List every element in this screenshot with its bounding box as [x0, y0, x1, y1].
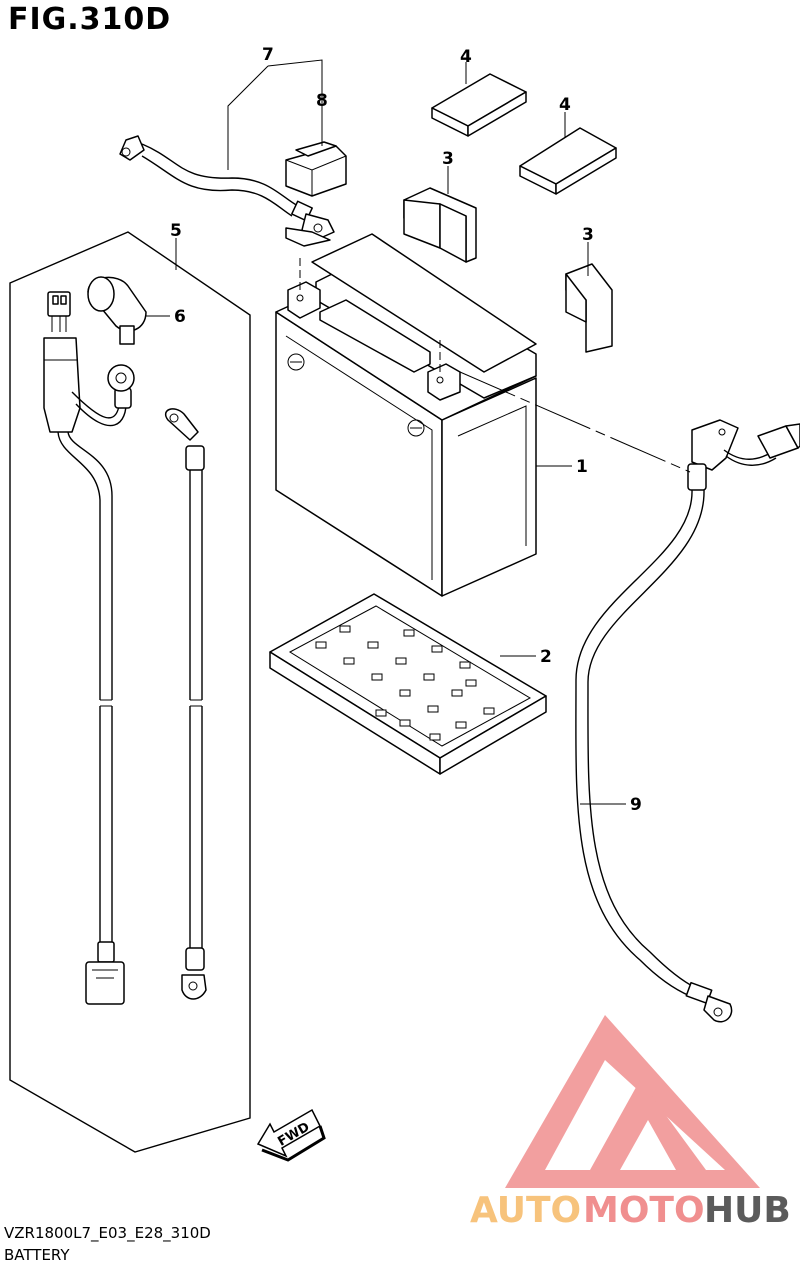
callout-4b: 4: [559, 95, 571, 115]
part-4-pad-a: [431, 73, 527, 137]
callout-2: 2: [540, 647, 552, 667]
callout-4a: 4: [460, 47, 472, 67]
part-8-cap: [285, 141, 347, 197]
part-5-straight-lead: [164, 408, 207, 1000]
model-code: VZR1800L7_E03_E28_310D: [4, 1224, 211, 1242]
part-3-bracket-b: [565, 263, 613, 353]
leader-lines: [146, 59, 691, 805]
watermark-hub: HUB: [704, 1190, 791, 1231]
part-2-tray: [269, 593, 547, 775]
callout-7: 7: [262, 45, 274, 65]
part-6-terminal-cap: [87, 276, 147, 345]
part-1-battery: [275, 233, 537, 597]
part-9-cable: [575, 419, 800, 1023]
callout-3b: 3: [582, 225, 594, 245]
section-name: BATTERY: [4, 1246, 70, 1264]
watermark-auto: AUTO: [470, 1190, 581, 1231]
callout-9: 9: [630, 795, 642, 815]
part-4-pad-b: [519, 127, 617, 195]
part-7-cable: [119, 135, 335, 247]
part-5-ring-lead: [71, 364, 135, 427]
part-5-kit-outline: [9, 231, 251, 1153]
figure-title: FIG.310D: [8, 2, 172, 37]
callout-8: 8: [316, 91, 328, 111]
callout-6: 6: [174, 307, 186, 327]
callout-1: 1: [576, 457, 588, 477]
fwd-arrow-icon: FWD: [256, 1108, 326, 1162]
part-5-connector-lead: [43, 291, 125, 1005]
callout-3a: 3: [442, 149, 454, 169]
watermark-logo-icon: [505, 1015, 760, 1188]
callout-5: 5: [170, 221, 182, 241]
watermark-moto: MOTO: [583, 1190, 705, 1231]
watermark-text: AUTO MOTO HUB: [470, 1190, 791, 1231]
part-3-bracket-a: [403, 187, 477, 263]
